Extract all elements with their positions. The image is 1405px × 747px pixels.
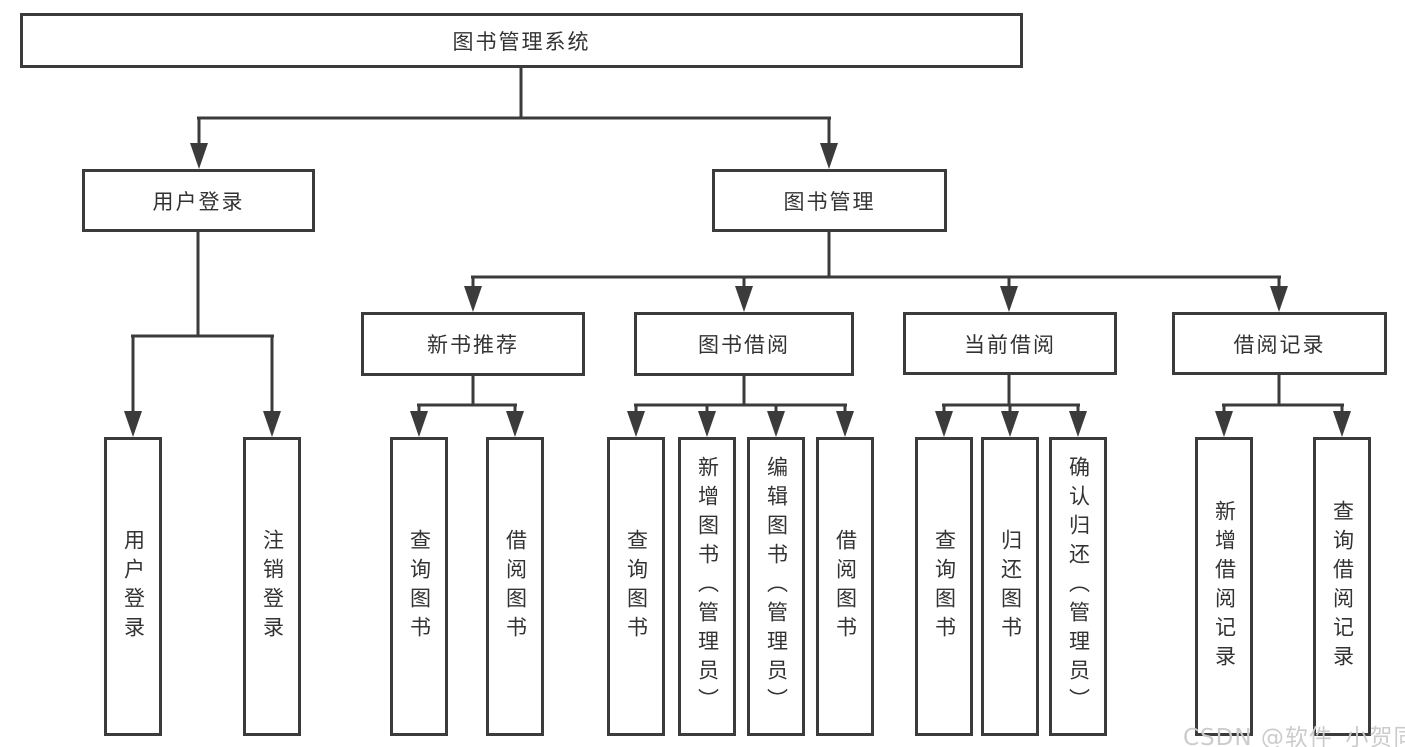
node-book-borrow: 图书借阅 — [634, 312, 854, 376]
leaf-query-book-current: 查询图书 — [915, 437, 973, 736]
node-root: 图书管理系统 — [20, 13, 1023, 68]
leaf-edit-book-admin: 编辑图书（管理员） — [747, 437, 805, 736]
node-new-book-recommend: 新书推荐 — [361, 312, 585, 376]
leaf-query-borrow-record: 查询借阅记录 — [1313, 437, 1371, 736]
node-current-borrow: 当前借阅 — [903, 312, 1117, 375]
node-borrow-record: 借阅记录 — [1172, 312, 1387, 375]
leaf-borrow-book: 借阅图书 — [816, 437, 874, 736]
leaf-add-borrow-record: 新增借阅记录 — [1195, 437, 1253, 736]
leaf-logout-login: 注销登录 — [243, 437, 301, 736]
node-book-management: 图书管理 — [712, 169, 947, 232]
leaf-return-book: 归还图书 — [981, 437, 1039, 736]
leaf-user-login: 用户登录 — [104, 437, 162, 736]
leaf-borrow-book-recommend: 借阅图书 — [486, 437, 544, 736]
leaf-query-book-recommend: 查询图书 — [390, 437, 448, 736]
leaf-confirm-return-admin: 确认归还（管理员） — [1049, 437, 1107, 736]
leaf-query-book-borrow: 查询图书 — [607, 437, 665, 736]
watermark: CSDN @软件_小贺同学 — [1183, 725, 1405, 747]
leaf-add-book-admin: 新增图书（管理员） — [678, 437, 736, 736]
node-user-login: 用户登录 — [82, 169, 315, 232]
